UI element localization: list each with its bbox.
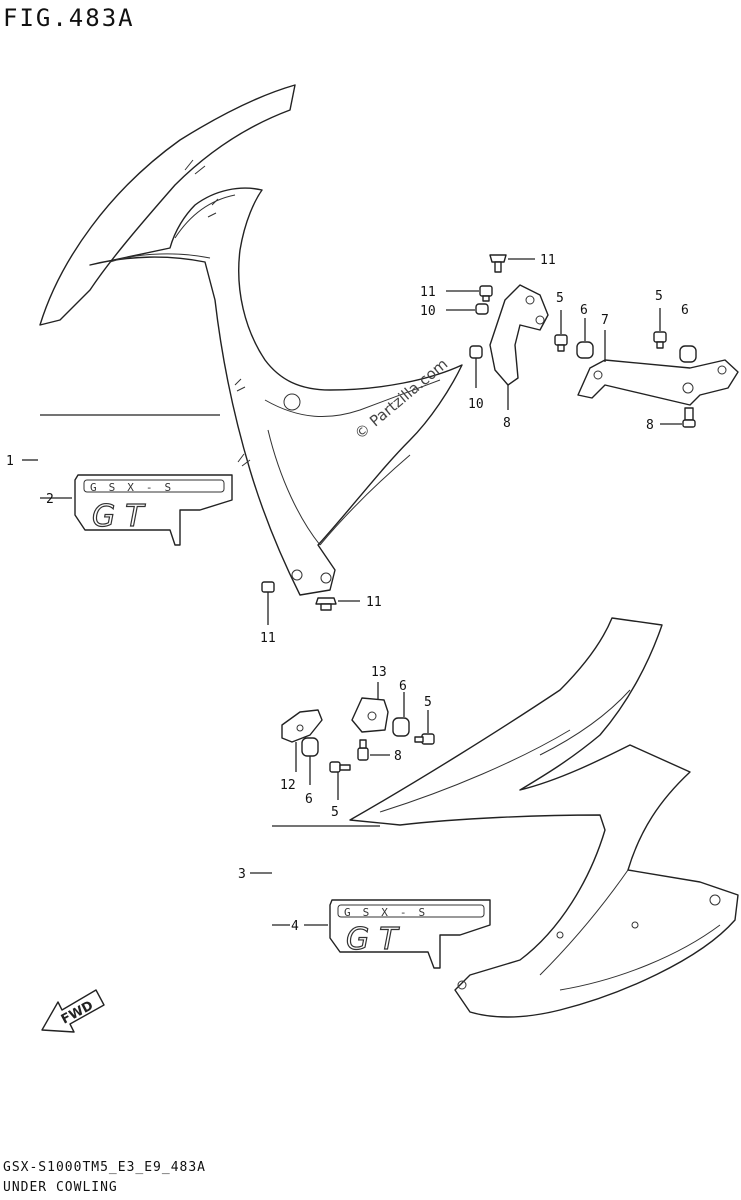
callout-6c: 6: [305, 792, 313, 807]
grommet-6-lower-right[interactable]: [392, 692, 410, 737]
grommet-6-upper-right[interactable]: [679, 345, 697, 363]
callout-8a: 8: [646, 418, 654, 433]
grommet-6-upper-left[interactable]: [576, 318, 594, 359]
bolt-11-lower-left[interactable]: [261, 581, 275, 625]
callout-5d: 5: [424, 695, 432, 710]
callout-5c: 5: [331, 805, 339, 820]
bolt-8-upper[interactable]: [682, 407, 696, 428]
bolt-11-mid[interactable]: [479, 285, 493, 302]
screw-5-upper-right[interactable]: [653, 308, 667, 349]
part-1-upper-cowling[interactable]: [39, 84, 463, 596]
callout-3: 3: [238, 867, 246, 882]
bolt-8-lower[interactable]: [357, 739, 369, 761]
callout-10a: 10: [420, 304, 436, 319]
emblem-4-top-text: GSX-S: [344, 906, 437, 919]
callout-6d: 6: [399, 679, 407, 694]
callout-12: 12: [280, 778, 296, 793]
screw-5-lower-left[interactable]: [329, 761, 351, 800]
screw-5-lower-right[interactable]: [414, 710, 435, 745]
fwd-arrow-icon: FWD: [41, 989, 105, 1033]
part-3-under-cowling[interactable]: [349, 617, 739, 1018]
screw-5-upper-left[interactable]: [554, 310, 568, 352]
footer-diagram-code: GSX-S1000TM5_E3_E9_483A: [3, 1160, 207, 1175]
callout-6a: 6: [580, 303, 588, 318]
nut-10-lower[interactable]: [469, 345, 483, 388]
part-2-emblem[interactable]: GSX-S GT: [74, 474, 233, 546]
callout-6b: 6: [681, 303, 689, 318]
callout-13: 13: [371, 665, 387, 680]
emblem-2-top-text: GSX-S: [90, 481, 183, 494]
emblem-4-main-text: GT: [346, 922, 408, 957]
grommet-6-lower-left[interactable]: [301, 737, 319, 785]
callout-8b: 8: [394, 749, 402, 764]
callout-9: 8: [503, 416, 511, 431]
callout-11c: 11: [540, 253, 556, 268]
part-12-bracket[interactable]: [281, 709, 323, 772]
callout-2: 2: [46, 492, 54, 507]
part-4-emblem[interactable]: GSX-S GT: [329, 899, 491, 969]
callout-7: 7: [601, 313, 609, 328]
screw-11-top[interactable]: [489, 254, 507, 273]
callout-10b: 10: [468, 397, 484, 412]
callout-1: 1: [6, 454, 14, 469]
callout-4: 4: [291, 919, 299, 934]
footer-section-name: UNDER COWLING: [3, 1180, 118, 1195]
part-13-bracket[interactable]: [351, 682, 389, 733]
emblem-2-main-text: GT: [92, 499, 154, 534]
part-7-bracket[interactable]: [577, 330, 739, 406]
part-9-stay[interactable]: [489, 284, 549, 410]
callout-11b: 11: [366, 595, 382, 610]
nut-10-upper[interactable]: [475, 303, 489, 315]
callout-11a: 11: [260, 631, 276, 646]
screw-11-lower-right[interactable]: [315, 597, 360, 611]
callout-5a: 5: [556, 291, 564, 306]
callout-11d: 11: [420, 285, 436, 300]
callout-5b: 5: [655, 289, 663, 304]
figure-title: FIG.483A: [3, 4, 135, 32]
